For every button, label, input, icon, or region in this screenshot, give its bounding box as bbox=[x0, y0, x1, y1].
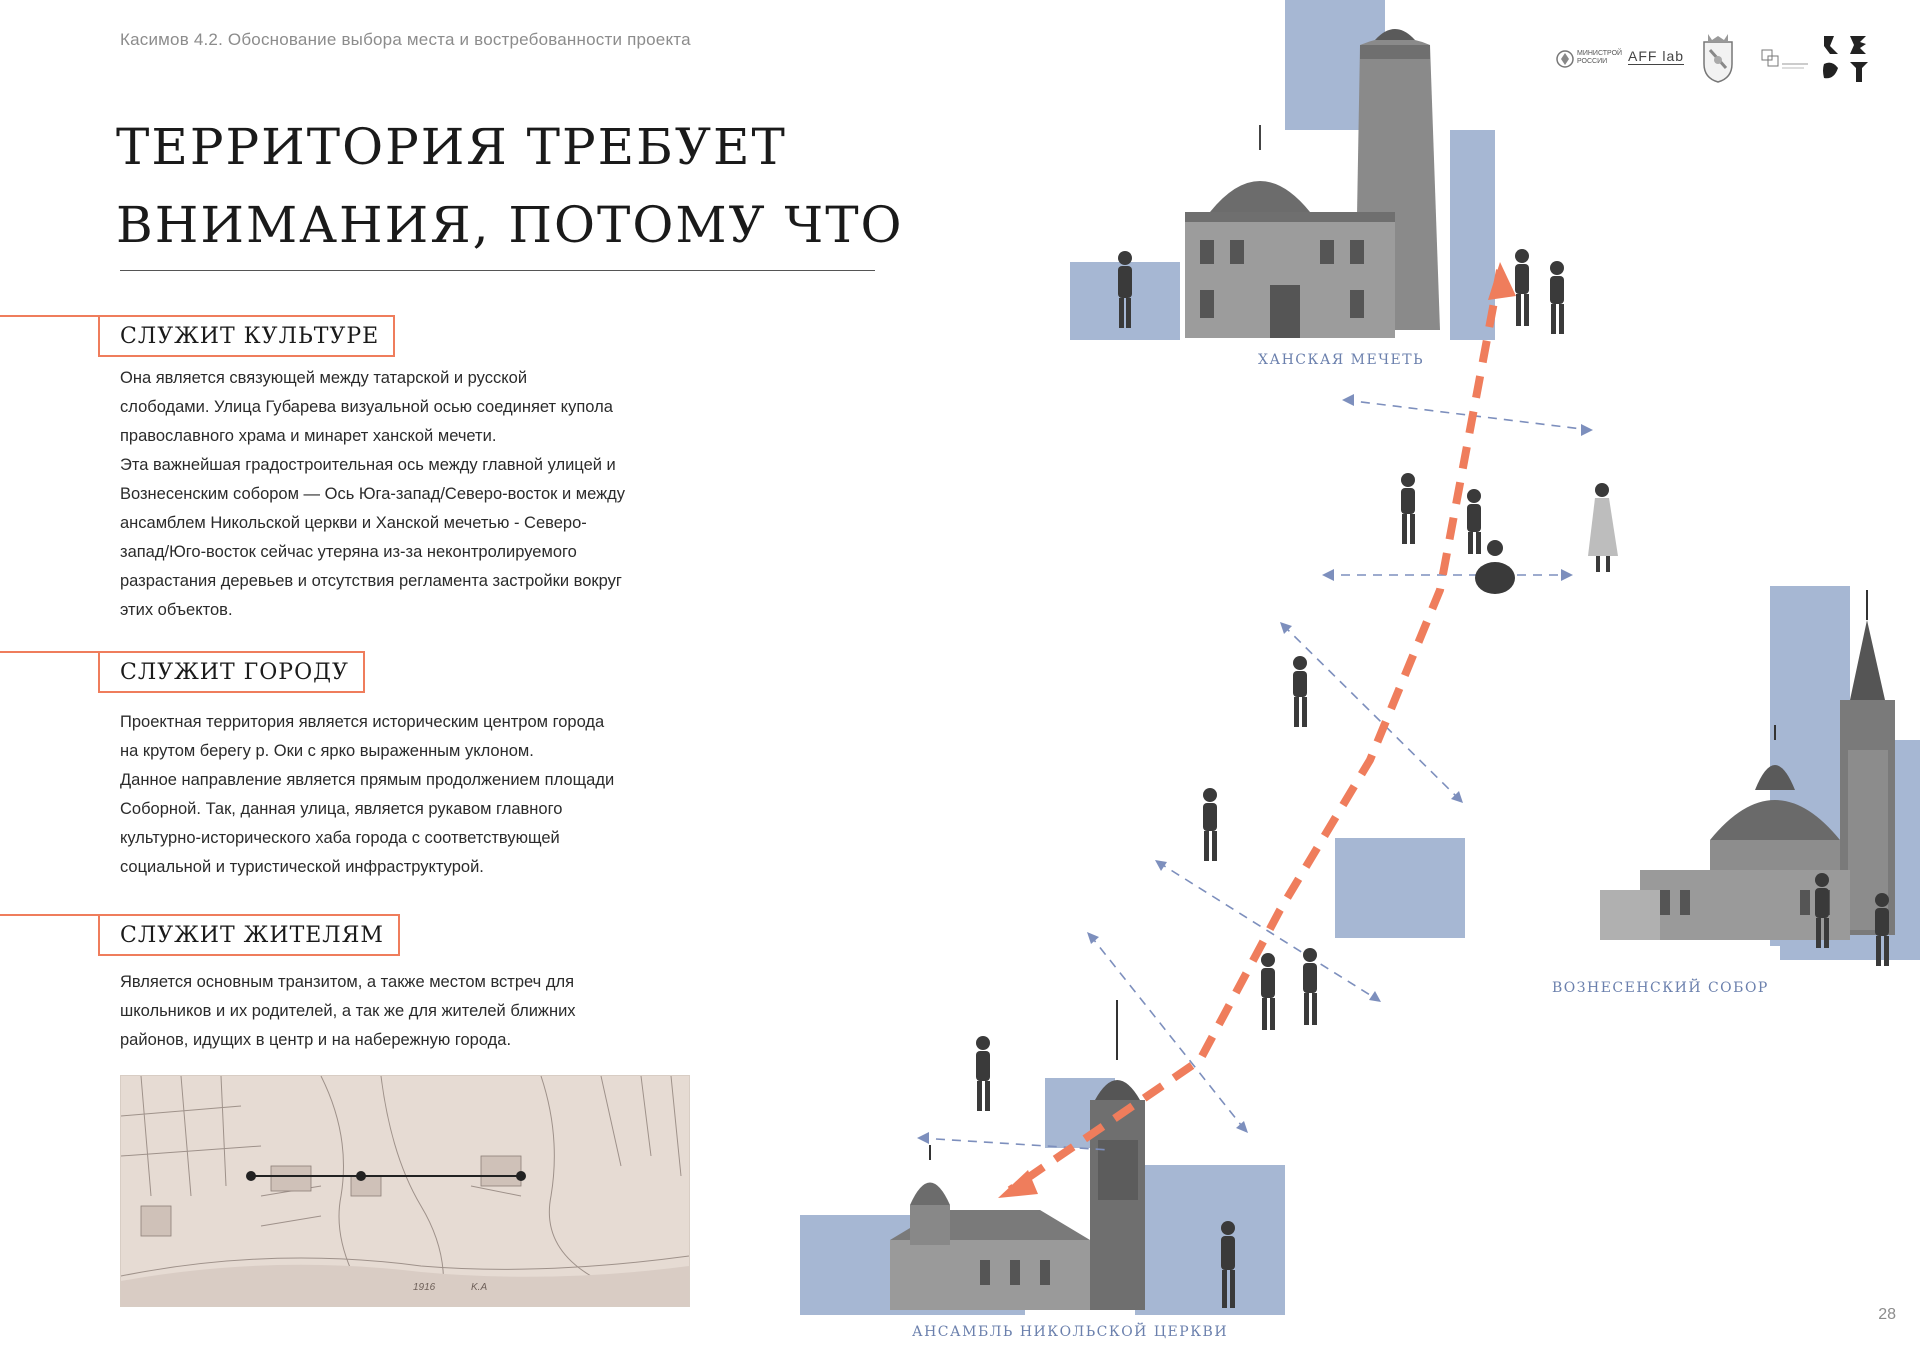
axis-illustration-svg bbox=[800, 0, 1920, 1315]
person-figure bbox=[1203, 788, 1217, 861]
ministry-logo: МИНИСТРОЙ РОССИИ bbox=[1555, 44, 1625, 79]
person-figure bbox=[1815, 873, 1829, 948]
section-city-text: Проектная территория является историческ… bbox=[120, 713, 615, 876]
person-figure bbox=[1118, 251, 1132, 328]
caption-voznesensky-cathedral: ВОЗНЕСЕНСКИЙ СОБОР bbox=[1552, 980, 1769, 996]
person-figure bbox=[1467, 489, 1481, 554]
person-figure bbox=[1401, 473, 1415, 544]
map-year-label: 1916 bbox=[413, 1282, 436, 1293]
aff-lab-logo: AFF lab bbox=[1628, 48, 1685, 66]
caption-khan-mosque: ХАНСКАЯ МЕЧЕТЬ bbox=[1258, 352, 1425, 368]
person-figure bbox=[1303, 948, 1317, 1025]
project-monogram-logo bbox=[1820, 32, 1872, 91]
person-figure bbox=[976, 1036, 990, 1111]
person-figure bbox=[1293, 656, 1307, 727]
section-culture-heading: СЛУЖИТ КУЛЬТУРЕ bbox=[98, 315, 396, 357]
people-silhouettes bbox=[976, 249, 1889, 1308]
person-figure bbox=[1875, 893, 1889, 966]
cross-axis-arrows bbox=[919, 399, 1591, 1151]
section-residents-heading: СЛУЖИТ ЖИТЕЛЯМ bbox=[98, 914, 400, 956]
cross-axis-arrowheads bbox=[917, 394, 1593, 1144]
ministry-logo-text: МИНИСТРОЙ РОССИИ bbox=[1577, 50, 1623, 65]
section-culture-accent-line bbox=[0, 315, 100, 317]
nikolskaya-church-building bbox=[890, 1000, 1145, 1310]
institute-logo bbox=[1760, 48, 1810, 77]
page-title-line-1: ТЕРРИТОРИЯ ТРЕБУЕТ bbox=[116, 118, 787, 176]
title-divider bbox=[120, 270, 875, 271]
aff-lab-logo-text: AFF lab bbox=[1628, 48, 1685, 65]
page-title-line-2: ВНИМАНИЯ, ПОТОМУ ЧТО bbox=[116, 196, 904, 254]
person-figure bbox=[1550, 261, 1564, 334]
section-residents-accent-line bbox=[0, 914, 100, 916]
city-coat-of-arms-icon bbox=[1700, 34, 1736, 89]
page-number: 28 bbox=[1878, 1306, 1896, 1323]
person-figure bbox=[1221, 1221, 1235, 1308]
khan-mosque-building bbox=[1185, 29, 1440, 338]
person-figure bbox=[1515, 249, 1529, 326]
person-figure bbox=[1588, 483, 1618, 572]
section-culture-text: Она является связующей между татарской и… bbox=[120, 369, 626, 619]
person-figure bbox=[1261, 953, 1275, 1030]
axis-illustration bbox=[780, 0, 1920, 1357]
caption-nikolskaya-church: АНСАМБЛЬ НИКОЛЬСКОЙ ЦЕРКВИ bbox=[912, 1324, 1229, 1340]
map-author-label: K.A bbox=[471, 1282, 488, 1293]
voznesensky-cathedral-building bbox=[1600, 590, 1895, 940]
historic-map-image: 1916 K.A bbox=[120, 1075, 690, 1307]
breadcrumb: Касимов 4.2. Обоснование выбора места и … bbox=[120, 30, 691, 49]
person-figure bbox=[1475, 540, 1515, 594]
main-axis-arrow bbox=[998, 262, 1516, 1198]
section-residents-text: Является основным транзитом, а также мес… bbox=[120, 973, 576, 1049]
section-city-heading: СЛУЖИТ ГОРОДУ bbox=[98, 651, 365, 693]
section-city-accent-line bbox=[0, 651, 100, 653]
